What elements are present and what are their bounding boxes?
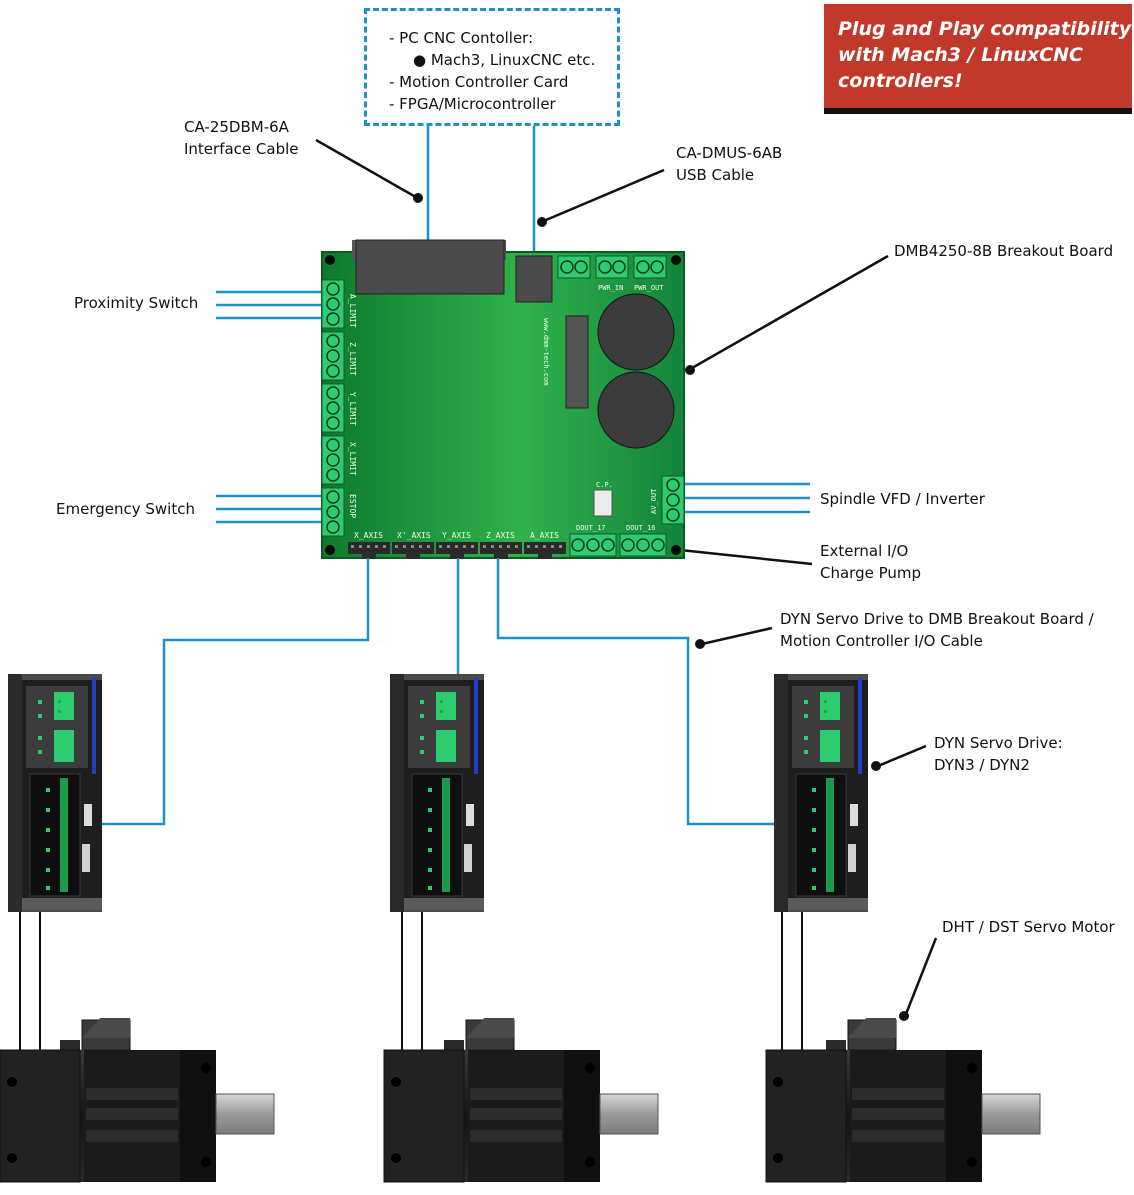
usb-connector <box>515 255 553 303</box>
silk-y-limit: Y_LIMIT <box>348 392 357 426</box>
label-interface-cable-2: Interface Cable <box>184 140 299 158</box>
silk-z-limit: Z_LIMIT <box>348 342 357 376</box>
label-io-cable-1: DYN Servo Drive to DMB Breakout Board / <box>780 610 1094 628</box>
label-servo-drive-1: DYN Servo Drive: <box>934 734 1063 752</box>
pc-line-fpga: - FPGA/Microcontroller <box>389 95 556 113</box>
motor-wires <box>19 912 803 1050</box>
pc-line-motion-card: - Motion Controller Card <box>389 73 569 91</box>
label-interface-cable-1: CA-25DBM-6A <box>184 118 289 136</box>
label-usb-cable-1: CA-DMUS-6AB <box>676 144 783 162</box>
servo-drive-2 <box>389 673 485 913</box>
silk-z-axis: Z_AXIS <box>486 531 515 540</box>
silk-a-limit: A_LIMIT <box>348 294 357 328</box>
capacitor-bottom <box>597 371 675 449</box>
label-external-io-1: External I/O <box>820 542 909 560</box>
promo-line-1: Plug and Play compatibility <box>838 18 1132 40</box>
label-external-io-2: Charge Pump <box>820 564 922 582</box>
silk-x-axis: X_AXIS <box>354 531 383 540</box>
switch-wiring <box>216 290 810 524</box>
pc-cables <box>426 126 536 256</box>
silk-dout-16: DOUT_16 <box>626 524 656 532</box>
pc-controller-box: - PC CNC Contoller: ● Mach3, LinuxCNC et… <box>364 8 620 126</box>
servo-motor-2 <box>383 1017 659 1183</box>
silk-y-axis: Y_AXIS <box>442 531 471 540</box>
silk-pwr-out: PWR_OUT <box>634 284 664 292</box>
silk-x-limit: X_LIMIT <box>348 442 357 476</box>
z-axis-cable <box>496 558 812 826</box>
capacitor-top <box>597 293 675 371</box>
silk-x2-axis: X'_AXIS <box>397 531 431 540</box>
pc-line-controller: - PC CNC Contoller: <box>389 29 534 47</box>
label-servo-drive-2: DYN3 / DYN2 <box>934 756 1030 774</box>
servo-motor-1 <box>0 1017 275 1183</box>
label-emergency-switch: Emergency Switch <box>56 500 195 518</box>
silk-cp: C.P. <box>596 481 613 489</box>
silk-estop: ESTOP <box>348 494 357 518</box>
label-servo-motor: DHT / DST Servo Motor <box>942 918 1115 936</box>
power-module <box>565 315 589 409</box>
label-breakout-board: DMB4250-8B Breakout Board <box>894 242 1114 260</box>
db25-connector <box>355 239 505 295</box>
breakout-board: A_LIMIT Z_LIMIT Y_LIMIT X_LIMIT ESTOP X_… <box>321 239 685 559</box>
x-axis-cable <box>66 558 370 826</box>
servo-drive-1 <box>7 673 103 913</box>
silk-a-axis: A_AXIS <box>530 531 559 540</box>
pc-line-mach3: ● Mach3, LinuxCNC etc. <box>413 51 596 69</box>
label-io-cable-2: Motion Controller I/O Cable <box>780 632 983 650</box>
label-spindle: Spindle VFD / Inverter <box>820 490 985 508</box>
silk-pwr-in: PWR_IN <box>598 284 623 292</box>
silk-url: www.dmm-tech.com <box>542 318 550 385</box>
promo-line-3: controllers! <box>838 70 963 92</box>
servo-drive-3 <box>773 673 869 913</box>
label-proximity-switch: Proximity Switch <box>74 294 199 312</box>
servo-motor-3 <box>765 1017 1041 1183</box>
silk-dout-17: DOUT_17 <box>576 524 606 532</box>
charge-pump-module <box>593 489 613 517</box>
silk-av-out: AV_OUT <box>650 488 658 514</box>
label-usb-cable-2: USB Cable <box>676 166 755 184</box>
promo-banner: Plug and Play compatibility with Mach3 /… <box>824 4 1132 114</box>
promo-line-2: with Mach3 / LinuxCNC <box>838 44 1083 66</box>
